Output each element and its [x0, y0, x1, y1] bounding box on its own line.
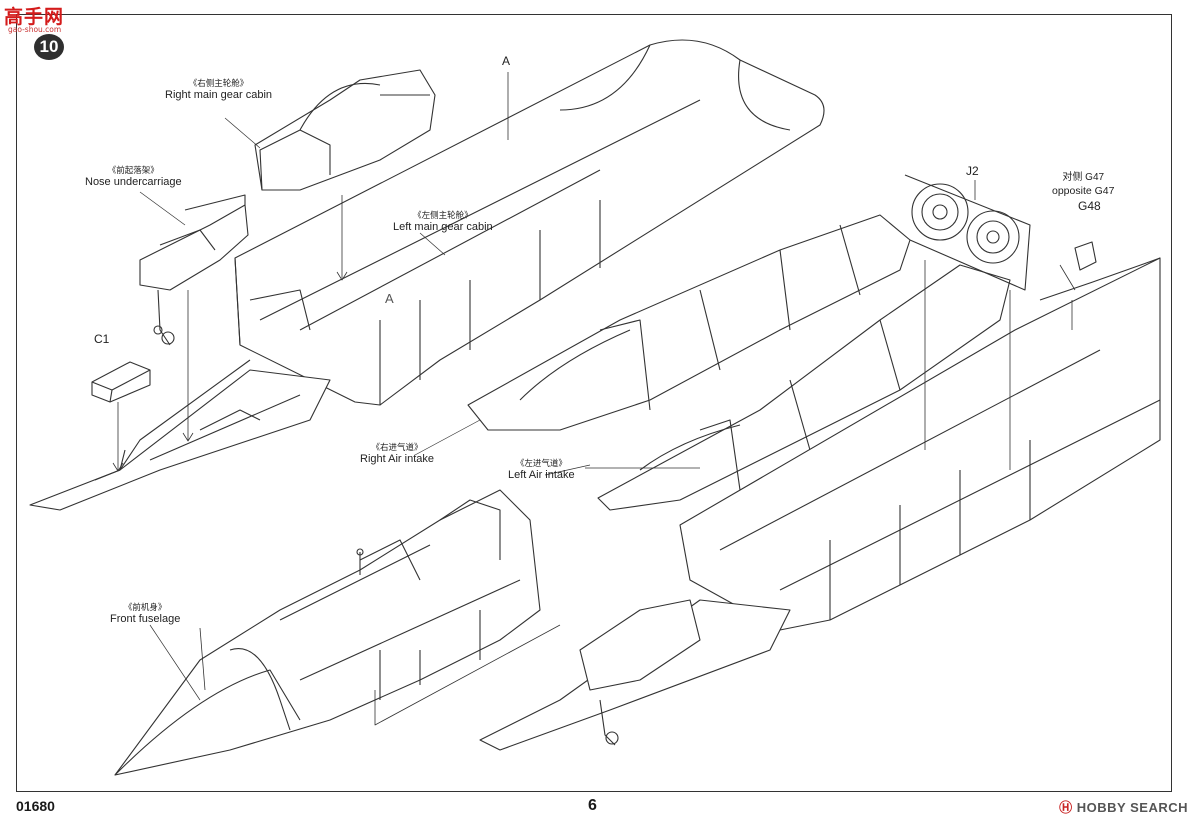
fuselage-half-b [679, 257, 1161, 631]
site-logo: 高手网 [4, 6, 65, 28]
part-g48 [1059, 241, 1097, 291]
label-right-main-gear-cabin: 《右侧主轮舱》 Right main gear cabin [165, 78, 272, 102]
guide-lines-right [585, 180, 1073, 470]
label-cn: 《左侧主轮舱》 [413, 210, 473, 220]
right-main-gear-part [254, 69, 436, 191]
site-logo-url: gao-shou.com [8, 25, 62, 34]
part-c1-block [91, 361, 151, 403]
label-en: Right Air intake [360, 452, 434, 465]
left-air-intake-part [597, 264, 1011, 511]
page-number: 6 [588, 797, 597, 814]
page-frame [16, 14, 1172, 792]
kit-code: 01680 [16, 798, 55, 814]
engine-face-j2 [904, 174, 1031, 291]
right-air-intake-part [467, 214, 911, 431]
label-cn: 《前机身》 [123, 602, 167, 612]
part-id-c1: C1 [94, 332, 110, 346]
lower-fuselage-left [29, 359, 331, 511]
label-en: opposite G47 [1052, 184, 1115, 197]
label-cn: 《前起落架》 [107, 165, 159, 175]
label-opposite-g47: 对侧 G47 opposite G47 [1052, 172, 1114, 198]
front-fuselage-part [114, 489, 541, 776]
label-cn: 《右侧主轮舱》 [188, 78, 249, 88]
label-cn: 对侧 G47 [1062, 172, 1105, 183]
label-right-air-intake: 《右进气道》 Right Air intake [360, 442, 434, 466]
lower-fuselage-right [479, 599, 791, 751]
label-en: Nose undercarriage [85, 175, 182, 188]
svg-text:A: A [385, 291, 394, 306]
part-id-j2: J2 [966, 164, 979, 178]
watermark-logo-icon: Ⓗ [1059, 800, 1073, 815]
label-cn: 《左进气道》 [515, 458, 567, 468]
label-en: Left main gear cabin [393, 220, 493, 233]
part-id-g48: G48 [1078, 199, 1101, 213]
guide-lines-left [112, 72, 509, 472]
step-number-badge: 10 [34, 34, 64, 60]
nose-undercarriage-part [139, 194, 249, 346]
leader-lines [139, 117, 591, 701]
fuselage-half-a: A [234, 39, 825, 406]
watermark-text: HOBBY SEARCH [1076, 800, 1188, 815]
watermark: Ⓗ HOBBY SEARCH [1059, 797, 1188, 816]
label-en: Right main gear cabin [165, 88, 273, 101]
label-cn: 《右进气道》 [371, 442, 423, 452]
label-en: Front fuselage [110, 612, 181, 625]
part-id-a: A [502, 54, 511, 68]
label-front-fuselage: 《前机身》 Front fuselage [110, 602, 180, 626]
label-nose-undercarriage: 《前起落架》 Nose undercarriage [85, 165, 182, 189]
label-left-air-intake: 《左进气道》 Left Air intake [508, 458, 575, 482]
label-en: Left Air intake [508, 468, 575, 481]
label-left-main-gear-cabin: 《左侧主轮舱》 Left main gear cabin [393, 210, 493, 234]
guide-lines-front [199, 624, 561, 726]
